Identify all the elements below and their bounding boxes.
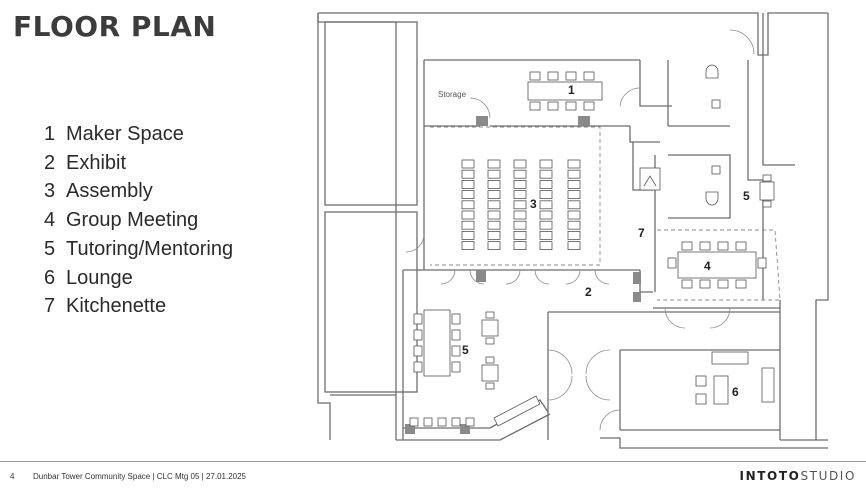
assembly-chair	[567, 159, 581, 169]
assembly-chair	[539, 169, 553, 179]
lounge-furniture	[695, 351, 775, 405]
dashed-zones	[430, 126, 781, 301]
restroom-fixtures	[639, 64, 721, 206]
assembly-chair	[513, 159, 527, 169]
room-number-kitchenette: 7	[638, 226, 645, 240]
legend-number: 5	[44, 237, 56, 260]
room-legend: 1 Maker Space 2 Exhibit 3 Assembly 4 Group M…	[44, 120, 233, 321]
room-number-exhibit: 2	[585, 285, 592, 299]
legend-label: Exhibit	[66, 151, 127, 174]
assembly-chair	[539, 241, 553, 251]
legend-label: Assembly	[66, 180, 153, 203]
assembly-chair	[567, 190, 581, 200]
assembly-chair	[513, 190, 527, 200]
assembly-chair	[539, 210, 553, 220]
assembly-chair	[461, 159, 475, 169]
brand-light: STUDIO	[800, 469, 856, 483]
assembly-chair	[567, 220, 581, 230]
assembly-chair	[539, 159, 553, 169]
room-number-tutoring-right: 5	[743, 189, 750, 203]
assembly-chair	[461, 230, 475, 240]
assembly-chair	[567, 230, 581, 240]
storage-label: Storage	[438, 90, 467, 99]
room-labels: Storage 1 3 2 7 4 5 5 6	[438, 83, 750, 399]
legend-label: Lounge	[66, 266, 133, 289]
assembly-chair	[539, 220, 553, 230]
room-number-assembly: 3	[530, 197, 537, 211]
assembly-chair	[487, 159, 501, 169]
room-number-tutoring-left: 5	[462, 343, 469, 357]
group-meeting-furniture	[667, 241, 767, 289]
assembly-chair	[487, 220, 501, 230]
assembly-chair	[513, 241, 527, 251]
stair-block-lower	[324, 211, 418, 393]
maker-space-furniture	[527, 71, 603, 111]
room-number-maker-space: 1	[568, 83, 575, 97]
legend-item: 1 Maker Space	[44, 120, 233, 149]
assembly-chair	[539, 190, 553, 200]
assembly-chair	[461, 241, 475, 251]
assembly-chair	[487, 210, 501, 220]
stair-block-upper	[324, 21, 418, 206]
assembly-chair	[487, 169, 501, 179]
assembly-chair	[487, 230, 501, 240]
assembly-chair	[567, 241, 581, 251]
assembly-chair	[539, 179, 553, 189]
assembly-chairs	[461, 159, 581, 251]
assembly-chair	[487, 190, 501, 200]
legend-item: 5 Tutoring/Mentoring	[44, 235, 233, 264]
assembly-chair	[461, 210, 475, 220]
assembly-chair	[513, 200, 527, 210]
room-number-lounge: 6	[732, 385, 739, 399]
legend-number: 3	[44, 180, 56, 203]
legend-label: Tutoring/Mentoring	[66, 237, 234, 260]
assembly-chair	[461, 179, 475, 189]
assembly-chair	[487, 200, 501, 210]
legend-item: 3 Assembly	[44, 177, 233, 206]
assembly-chair	[461, 200, 475, 210]
legend-number: 4	[44, 209, 56, 232]
assembly-chair	[461, 220, 475, 230]
assembly-chair	[513, 220, 527, 230]
page-number: 4	[10, 472, 15, 481]
assembly-chair	[567, 179, 581, 189]
assembly-chair	[567, 210, 581, 220]
legend-number: 7	[44, 295, 56, 318]
assembly-chair	[513, 179, 527, 189]
assembly-chair	[487, 241, 501, 251]
assembly-chair	[487, 179, 501, 189]
assembly-chair	[461, 190, 475, 200]
assembly-chair	[539, 200, 553, 210]
wall-posts	[405, 116, 641, 434]
legend-label: Maker Space	[66, 123, 184, 145]
assembly-chair	[461, 169, 475, 179]
room-number-group-meeting: 4	[704, 259, 711, 273]
page-title: FLOOR PLAN	[13, 10, 217, 43]
walls	[317, 12, 829, 449]
assembly-chair	[567, 200, 581, 210]
legend-item: 2 Exhibit	[44, 149, 233, 178]
legend-label: Group Meeting	[66, 209, 199, 232]
legend-number: 6	[44, 266, 56, 289]
legend-item: 4 Group Meeting	[44, 206, 233, 235]
brand-logo: INTOTOSTUDIO	[740, 469, 856, 483]
floor-plan-drawing: Storage 1 3 2 7 4 5 5 6	[317, 12, 829, 449]
footer-text: Dunbar Tower Community Space | CLC Mtg 0…	[33, 472, 247, 481]
legend-item: 6 Lounge	[44, 264, 233, 293]
legend-label: Kitchenette	[66, 295, 167, 318]
assembly-chair	[513, 230, 527, 240]
assembly-chair	[539, 230, 553, 240]
legend-number: 1	[44, 123, 56, 145]
assembly-chair	[513, 210, 527, 220]
doors	[405, 29, 755, 431]
assembly-chair	[567, 169, 581, 179]
footer-divider	[0, 461, 866, 462]
legend-number: 2	[44, 151, 56, 174]
assembly-chair	[513, 169, 527, 179]
legend-item: 7 Kitchenette	[44, 292, 233, 321]
tutoring-furniture	[409, 174, 775, 427]
brand-bold: INTOTO	[739, 469, 801, 483]
